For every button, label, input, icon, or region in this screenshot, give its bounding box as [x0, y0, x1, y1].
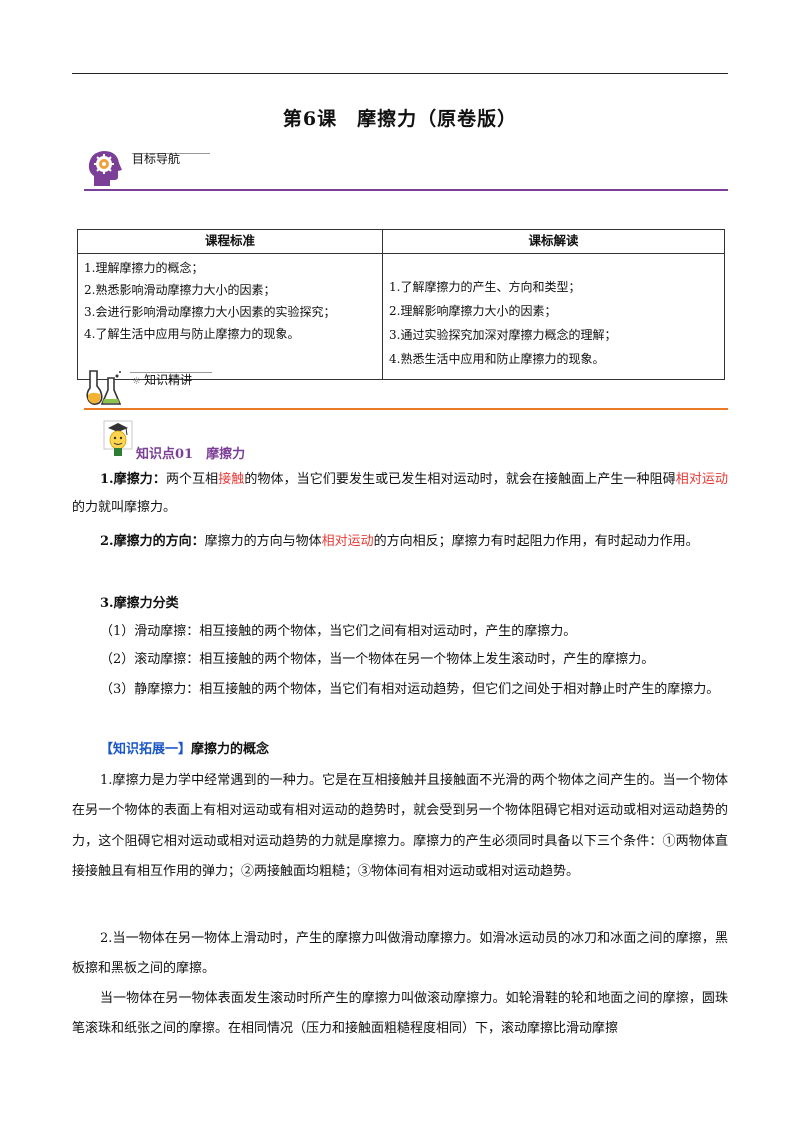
- page-title: 第6课 摩擦力（原卷版）: [282, 108, 518, 130]
- kp1-heading: 知识点01 摩擦力: [136, 447, 246, 462]
- head-gears-icon: [88, 151, 122, 186]
- standards-cell: 1.理解摩擦力的概念； 2.熟悉影响滑动摩擦力大小的因素； 3.会进行影响滑动摩…: [77, 253, 383, 380]
- flask-icon: [86, 370, 122, 405]
- section-label-knowledge: ☼ 知识精讲: [132, 373, 193, 387]
- standards-table: 课程标准 课标解读 1.理解摩擦力的概念； 2.熟悉影响滑动摩擦力大小的因素； …: [77, 229, 725, 380]
- list-item: （1）滑动摩擦：相互接触的两个物体，当它们之间有相对运动时，产生的摩擦力。: [100, 624, 577, 639]
- orange-rule: [84, 408, 728, 410]
- list-item: （2）滚动摩擦：相互接触的两个物体，当一个物体在另一个物体上发生滚动时，产生的摩…: [100, 652, 655, 667]
- top-rule: [72, 73, 728, 74]
- list-item: 1.了解摩擦力的产生、方向和类型；: [389, 280, 581, 294]
- kp1-paragraph-1: 1.摩擦力：两个互相接触的物体，当它们要发生或已发生相对运动时，就会在接触面上产…: [72, 472, 728, 515]
- ext1-heading: 【知识拓展一】摩擦力的概念: [100, 742, 270, 757]
- section-label-nav: 目标导航: [132, 152, 181, 166]
- purple-rule: [84, 189, 728, 191]
- ext1-paragraph-3: 当一物体在另一物体表面发生滚动时所产生的摩擦力叫做滚动摩擦力。如轮滑鞋的轮和地面…: [72, 991, 728, 1036]
- list-item: （3）静摩擦力：相互接触的两个物体，当它们有相对运动趋势，但它们之间处于相对静止…: [100, 682, 720, 697]
- knowledge-label-line: [130, 372, 212, 373]
- list-item: 1.理解摩擦力的概念；: [84, 261, 204, 275]
- list-item: 2.熟悉影响滑动摩擦力大小的因素；: [84, 283, 276, 297]
- table-header-standards: 课程标准: [77, 229, 383, 254]
- kp1-classification-label: 3.摩擦力分类: [100, 596, 179, 611]
- list-item: 4.了解生活中应用与防止摩擦力的现象。: [84, 327, 300, 341]
- list-item: 3.通过实验探究加深对摩擦力概念的理解；: [389, 328, 617, 342]
- list-item: 4.熟悉生活中应用和防止摩擦力的现象。: [389, 352, 605, 366]
- doctor-emoji-icon: [103, 420, 133, 456]
- ext1-paragraph-1: 1.摩擦力是力学中经常遇到的一种力。它是在互相接触并且接触面不光滑的两个物体之间…: [72, 773, 728, 880]
- list-item: 2.理解影响摩擦力大小的因素；: [389, 304, 557, 318]
- table-header-interpretation: 课标解读: [382, 229, 725, 254]
- list-item: 3.会进行影响滑动摩擦力大小因素的实验探究；: [84, 305, 336, 319]
- interpretation-cell: 1.了解摩擦力的产生、方向和类型； 2.理解影响摩擦力大小的因素； 3.通过实验…: [382, 253, 725, 380]
- kp1-paragraph-2: 2.摩擦力的方向：摩擦力的方向与物体相对运动的方向相反；摩擦力有时起阻力作用，有…: [100, 534, 699, 549]
- ext1-paragraph-2: 2.当一物体在另一物体上滑动时，产生的摩擦力叫做滑动摩擦力。如滑冰运动员的冰刀和…: [72, 931, 728, 976]
- nav-label-line: [132, 153, 210, 154]
